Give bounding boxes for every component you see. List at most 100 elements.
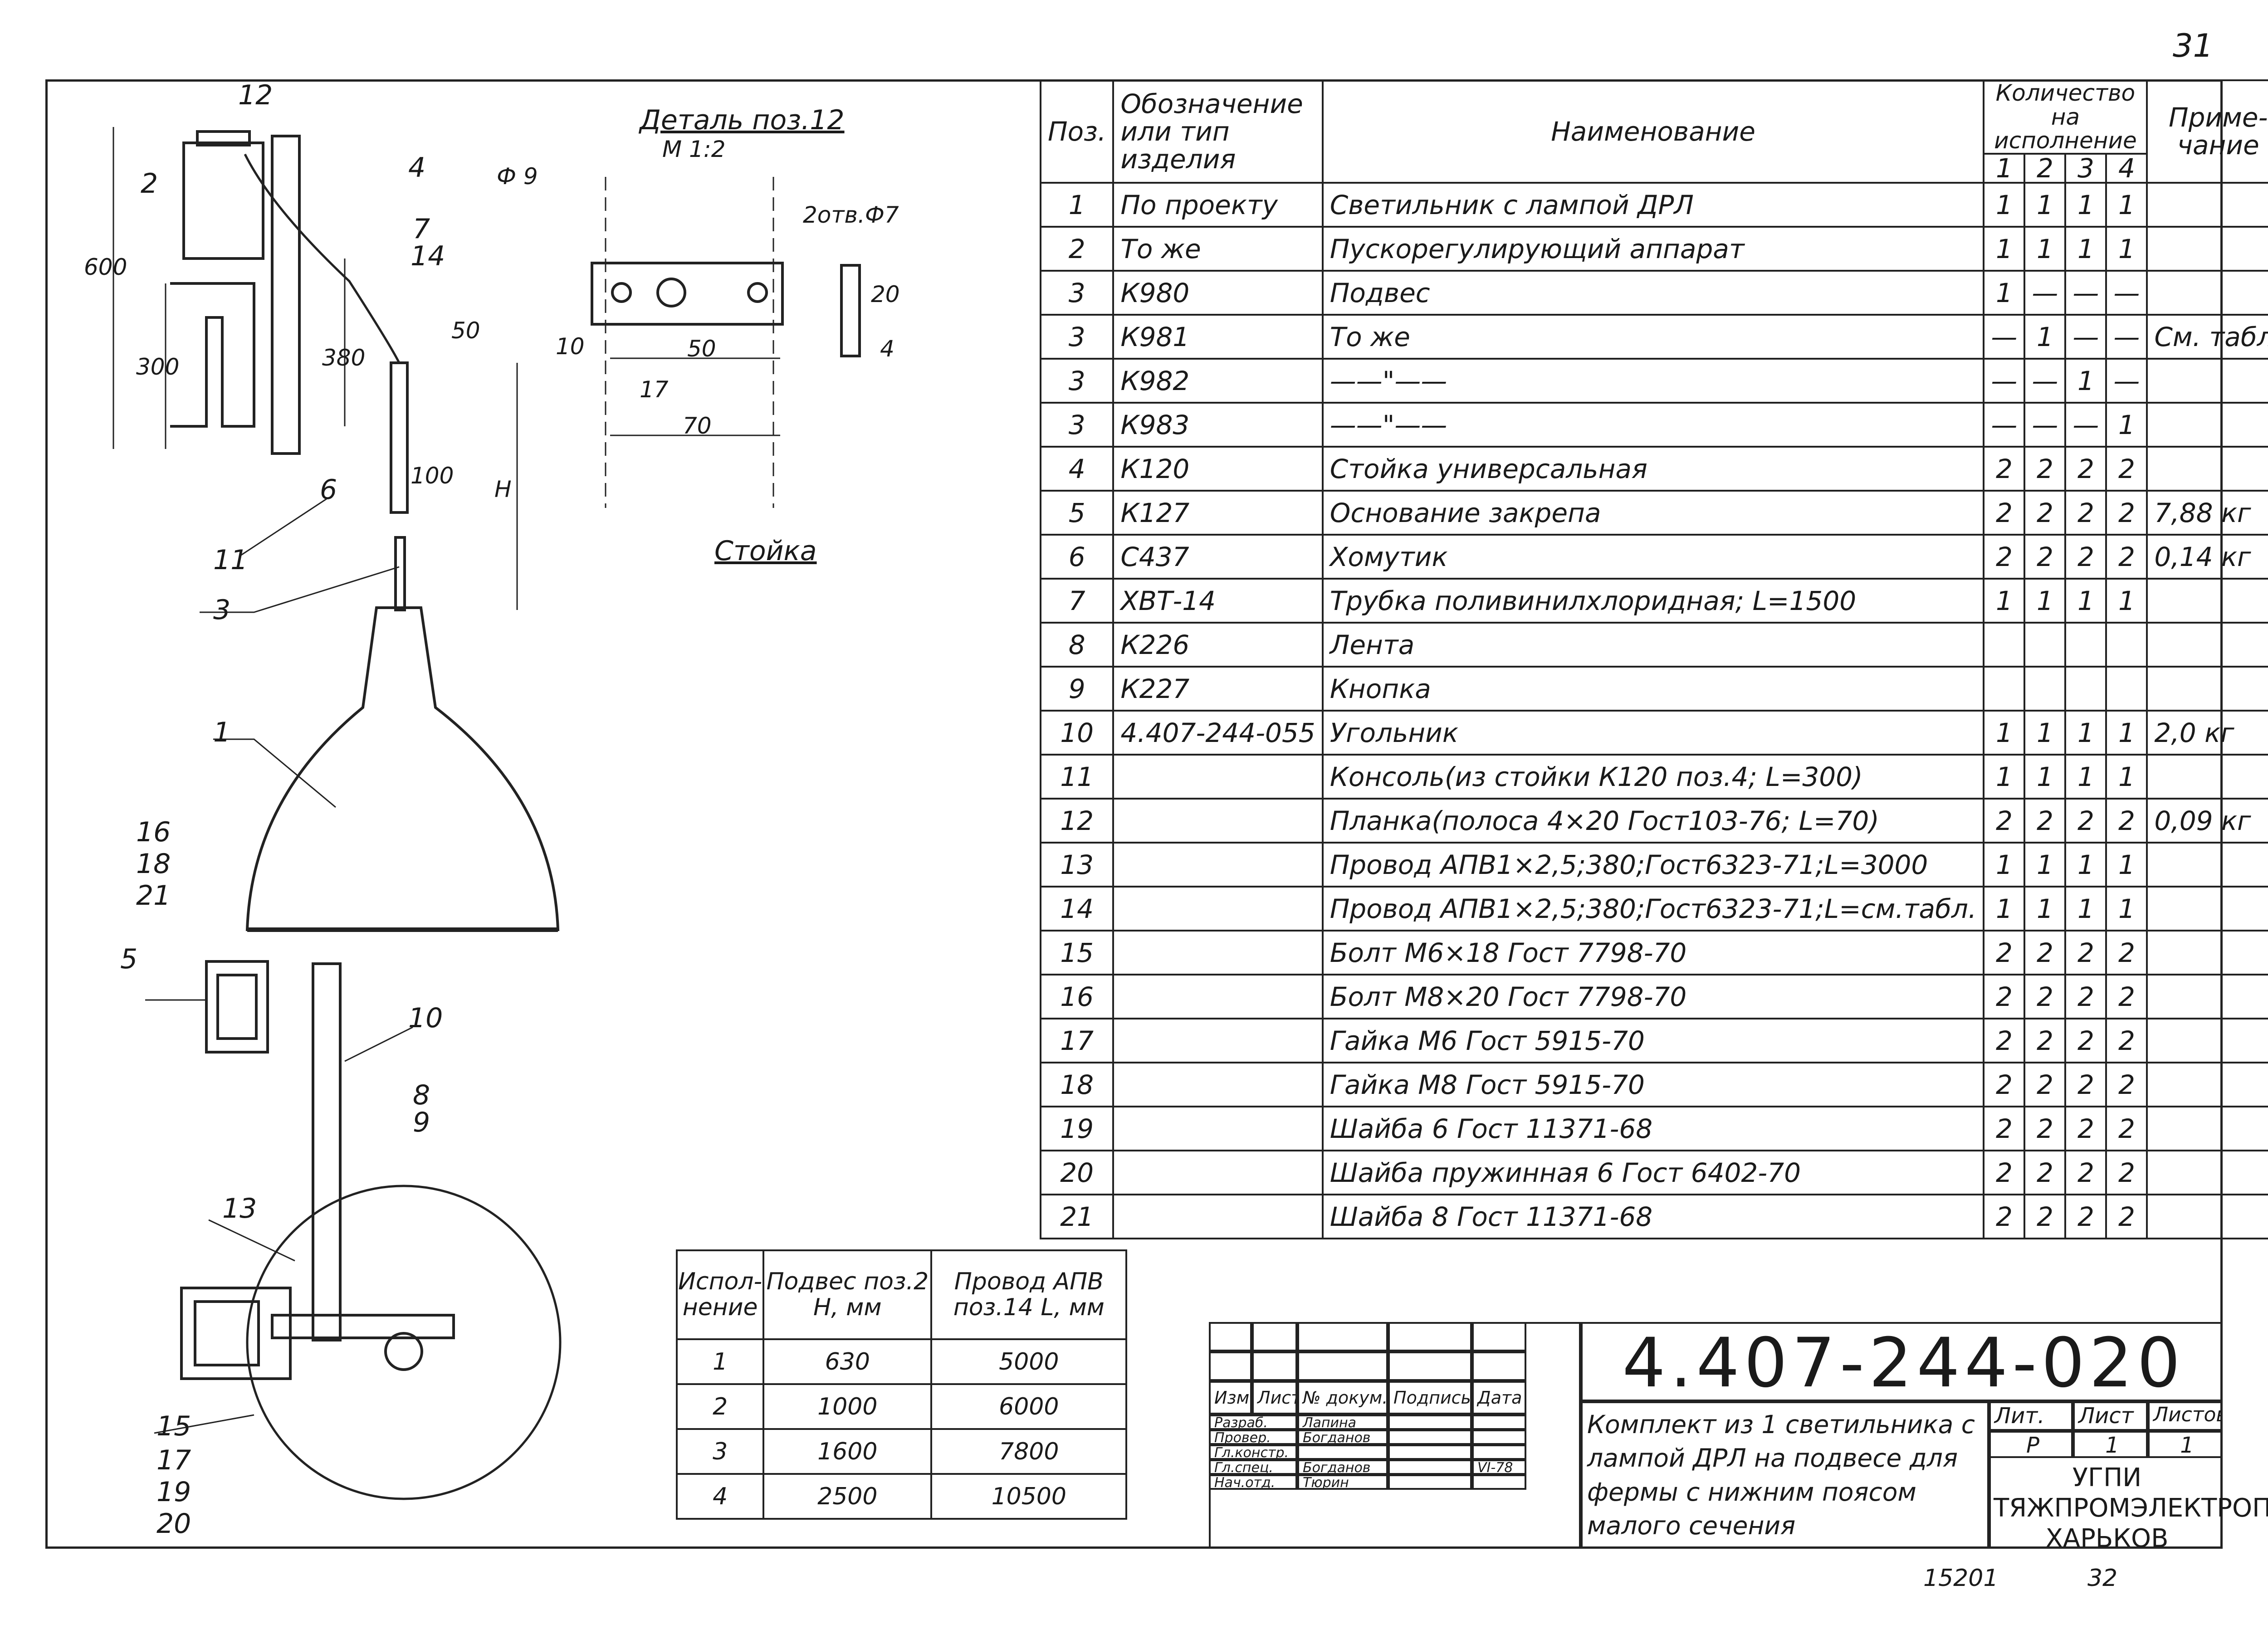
row-qty-1: 2	[1983, 798, 2026, 844]
header-qty: Количество на исполнение	[1983, 79, 2148, 155]
row-designation	[1112, 842, 1324, 888]
universal-stand	[271, 135, 301, 455]
row-qty-3: 2	[2064, 534, 2107, 580]
row-qty-2: 1	[2024, 842, 2067, 888]
row-pos: 3	[1039, 402, 1114, 448]
row-note	[2146, 930, 2268, 976]
callout-7: 7	[413, 213, 430, 245]
callout-8: 8	[413, 1079, 430, 1111]
tb-date	[1472, 1429, 1526, 1445]
row-qty-4: —	[2105, 358, 2148, 404]
variant-header-exec: Испол-нение	[675, 1249, 765, 1340]
tb-role-name	[1297, 1444, 1388, 1460]
row-qty-3: 2	[2064, 974, 2107, 1020]
row-qty-1: 1	[1983, 886, 2026, 932]
bottom-note-1: 15201	[1923, 1565, 1999, 1592]
row-name: Шайба 6 Гост 11371-68	[1321, 1106, 1985, 1152]
tb-col-header: Дата	[1472, 1381, 1526, 1415]
tb-date	[1472, 1474, 1526, 1490]
row-note	[2146, 974, 2268, 1020]
row-qty-4: 1	[2105, 886, 2148, 932]
variant-cell: 5000	[930, 1338, 1128, 1385]
header-name: Наименование	[1321, 79, 1985, 184]
row-qty-1: 2	[1983, 1150, 2026, 1196]
row-qty-3: —	[2064, 314, 2107, 360]
row-name: Шайба пружинная 6 Гост 6402-70	[1321, 1150, 1985, 1196]
variant-cell: 1000	[763, 1383, 933, 1430]
qty-col-4: 4	[2105, 152, 2148, 184]
sheets-label: Листов	[2148, 1401, 2223, 1431]
row-designation: К127	[1112, 490, 1324, 536]
row-designation: К120	[1112, 446, 1324, 492]
row-qty-4: 2	[2105, 490, 2148, 536]
row-qty-2: 1	[2024, 710, 2067, 756]
row-designation	[1112, 754, 1324, 800]
row-qty-1: —	[1983, 314, 2026, 360]
row-qty-2: 2	[2024, 1018, 2067, 1064]
row-qty-2: 2	[2024, 1062, 2067, 1108]
callout-11: 11	[213, 544, 248, 576]
row-qty-4: —	[2105, 270, 2148, 316]
callout-15: 15	[156, 1410, 191, 1442]
row-name: Провод АПВ1×2,5;380;Гост6323-71;L=см.таб…	[1321, 886, 1985, 932]
row-qty-4: 1	[2105, 754, 2148, 800]
row-qty-3: —	[2064, 402, 2107, 448]
row-designation	[1112, 886, 1324, 932]
tb-blank-cell	[1297, 1322, 1388, 1351]
row-qty-3: 1	[2064, 886, 2107, 932]
row-pos: 10	[1039, 710, 1114, 756]
variant-cell: 6000	[930, 1383, 1128, 1430]
callout-17: 17	[156, 1444, 191, 1476]
tb-signature	[1388, 1444, 1472, 1460]
row-note	[2146, 1062, 2268, 1108]
row-note: 2,0 кг	[2146, 710, 2268, 756]
detail-dim-holes: 2отв.Ф7	[803, 202, 899, 228]
row-pos: 3	[1039, 270, 1114, 316]
row-qty-1: —	[1983, 358, 2026, 404]
tb-signature	[1388, 1429, 1472, 1445]
row-qty-2: 1	[2024, 578, 2067, 624]
detail-dim-20: 20	[871, 281, 900, 307]
row-pos: 16	[1039, 974, 1114, 1020]
row-note	[2146, 886, 2268, 932]
dim-600: 600	[84, 254, 127, 280]
row-name: Трубка поливинилхлоридная; L=1500	[1321, 578, 1985, 624]
row-qty-1: 1	[1983, 754, 2026, 800]
row-qty-1: 2	[1983, 1194, 2026, 1240]
row-pos: 21	[1039, 1194, 1114, 1240]
row-qty-1: 2	[1983, 1062, 2026, 1108]
tb-blank-cell	[1252, 1322, 1297, 1351]
row-note	[2146, 666, 2268, 712]
row-qty-1: 1	[1983, 270, 2026, 316]
row-name: Лента	[1321, 622, 1985, 668]
detail-plate	[591, 262, 784, 326]
tb-role-name: Богданов	[1297, 1429, 1388, 1445]
row-qty-1: 2	[1983, 1018, 2026, 1064]
variant-cell: 3	[675, 1428, 765, 1475]
row-pos: 3	[1039, 314, 1114, 360]
callout-21: 21	[136, 880, 171, 912]
callout-3: 3	[213, 594, 231, 626]
row-name: Кнопка	[1321, 666, 1985, 712]
row-qty-3: 2	[2064, 1106, 2107, 1152]
row-qty-4: 2	[2105, 1106, 2148, 1152]
row-pos: 13	[1039, 842, 1114, 888]
callout-16: 16	[136, 816, 171, 848]
tb-role: Провер.	[1209, 1429, 1297, 1445]
row-designation: К226	[1112, 622, 1324, 668]
row-pos: 8	[1039, 622, 1114, 668]
row-qty-3: 1	[2064, 578, 2107, 624]
lit-value: Р	[1989, 1431, 2073, 1458]
callout-4: 4	[408, 152, 426, 184]
header-note: Приме-чание	[2146, 79, 2268, 184]
row-qty-2: 1	[2024, 314, 2067, 360]
variant-cell: 10500	[930, 1473, 1128, 1520]
row-note	[2146, 182, 2268, 228]
